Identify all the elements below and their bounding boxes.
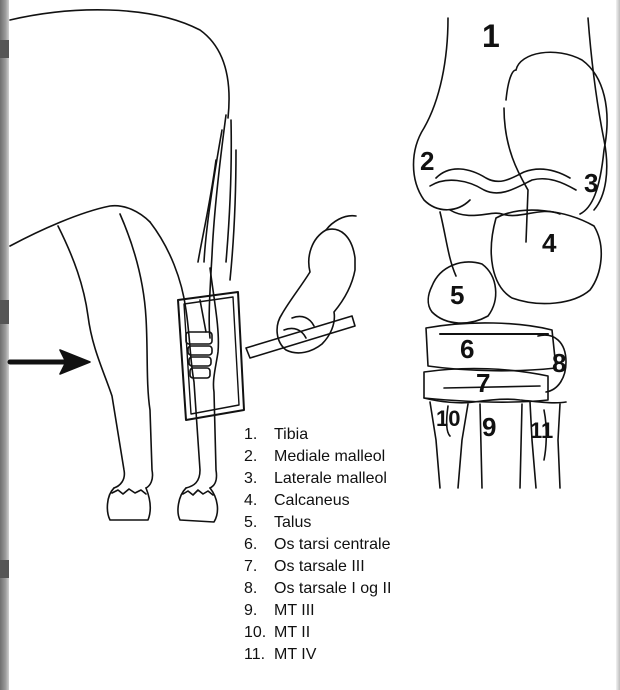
- bone-label-5: 5: [450, 282, 464, 308]
- bone-label-6: 6: [460, 336, 474, 362]
- legend-item: 11.MT IV: [244, 644, 391, 666]
- coronet-band: [112, 489, 146, 494]
- legend-name: MT IV: [274, 646, 316, 663]
- horse-drawing: [10, 10, 236, 522]
- mt-iii-outline: [520, 404, 522, 488]
- horse-tail: [226, 120, 231, 262]
- calcaneus-outline: [504, 108, 528, 242]
- mt-iv-outline: [558, 404, 560, 488]
- bone-label-3: 3: [584, 170, 598, 196]
- legend-number: 6.: [244, 534, 274, 556]
- finger-line: [292, 316, 314, 326]
- legend-number: 10.: [244, 622, 274, 644]
- bone-label-1: 1: [482, 20, 500, 52]
- horse-tail: [209, 115, 226, 338]
- horse-belly-outline: [10, 206, 150, 246]
- legend-name: Talus: [274, 514, 311, 531]
- legend-item: 8.Os tarsale I og II: [244, 578, 391, 600]
- bone-legend: 1.Tibia 2.Mediale malleol 3.Laterale mal…: [244, 424, 391, 666]
- far-hind-leg-back: [120, 214, 153, 488]
- mt-iv-outline: [530, 402, 536, 488]
- legend-item: 1.Tibia: [244, 424, 391, 446]
- legend-item: 4.Calcaneus: [244, 490, 391, 512]
- legend-name: MT II: [274, 624, 310, 641]
- horse-tail: [198, 160, 216, 262]
- legend-name: Calcaneus: [274, 492, 350, 509]
- bone-label-4: 4: [542, 230, 556, 256]
- hock-bone-sketch: [188, 346, 212, 355]
- calcaneus-outline: [506, 70, 516, 100]
- legend-name: Mediale malleol: [274, 448, 385, 465]
- direction-arrow: [10, 350, 90, 374]
- legend-number: 1.: [244, 424, 274, 446]
- coronet-band: [183, 490, 213, 495]
- third-tarsal: [444, 386, 540, 388]
- legend-name: Tibia: [274, 426, 308, 443]
- legend-number: 7.: [244, 556, 274, 578]
- legend-number: 8.: [244, 578, 274, 600]
- legend-number: 11.: [244, 644, 274, 666]
- legend-name: MT III: [274, 602, 315, 619]
- legend-number: 5.: [244, 512, 274, 534]
- legend-name: Laterale malleol: [274, 470, 387, 487]
- bone-label-7: 7: [476, 370, 490, 396]
- legend-item: 9.MT III: [244, 600, 391, 622]
- horse-rump-outline: [10, 10, 229, 118]
- bone-label-2: 2: [420, 148, 434, 174]
- bone-label-8: 8: [552, 350, 566, 376]
- legend-number: 9.: [244, 600, 274, 622]
- legend-name: Os tarsi centrale: [274, 536, 390, 553]
- legend-item: 10.MT II: [244, 622, 391, 644]
- legend-name: Os tarsale I og II: [274, 580, 391, 597]
- hock-bone-sketch: [200, 300, 206, 332]
- cassette-handle: [246, 316, 355, 358]
- xray-cassette: [178, 292, 244, 420]
- legend-item: 5.Talus: [244, 512, 391, 534]
- legend-name: Os tarsale III: [274, 558, 365, 575]
- legend-item: 6.Os tarsi centrale: [244, 534, 391, 556]
- legend-number: 2.: [244, 446, 274, 468]
- bone-label-9: 9: [482, 414, 496, 440]
- sleeve-cuff: [326, 216, 356, 230]
- bone-label-11: 11: [530, 420, 553, 442]
- legend-number: 3.: [244, 468, 274, 490]
- central-tarsal: [426, 323, 556, 371]
- legend-item: 7.Os tarsale III: [244, 556, 391, 578]
- legend-number: 4.: [244, 490, 274, 512]
- legend-item: 3.Laterale malleol: [244, 468, 391, 490]
- bone-label-10: 10: [436, 408, 460, 430]
- near-hind-leg-back: [210, 268, 218, 488]
- legend-item: 2.Mediale malleol: [244, 446, 391, 468]
- talus-outline: [440, 212, 456, 276]
- holding-hand: [246, 216, 356, 358]
